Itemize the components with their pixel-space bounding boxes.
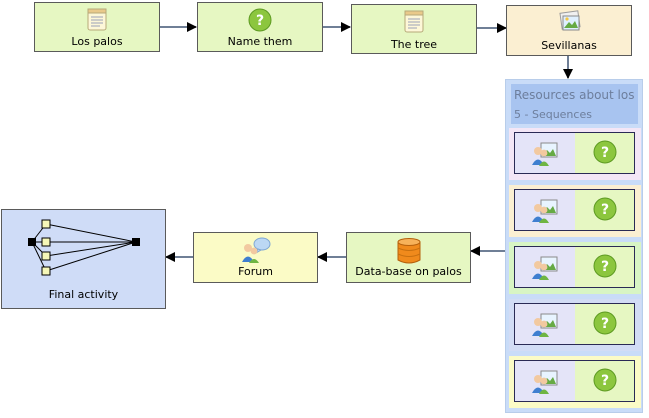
node-sevillanas[interactable]: Sevillanas [506,5,632,56]
question-icon: ? [593,311,617,335]
sequence-panel[interactable]: Resources about los 5 - Sequences ? [505,79,643,413]
image-icon [559,10,581,31]
sequence-cell-resource[interactable] [515,247,576,287]
svg-text:?: ? [601,259,609,275]
svg-text:?: ? [601,316,609,332]
node-label: Name them [227,35,293,48]
node-label: Final activity [48,288,119,301]
sequence-cell-resource[interactable] [515,190,576,230]
database-icon [397,238,421,264]
node-the-tree[interactable]: The tree [351,4,477,54]
sequence-row[interactable]: ? [509,299,641,351]
sequence-row[interactable]: ? [509,185,641,237]
question-icon: ? [593,197,617,221]
question-icon: ? [593,140,617,164]
users-image-icon [532,313,558,337]
question-icon: ? [248,8,272,32]
notepad-icon [404,10,424,33]
sequence-cell-activity[interactable]: ? [575,133,634,173]
svg-text:?: ? [256,13,264,29]
sequence-cell-activity[interactable]: ? [575,361,634,401]
node-los-palos[interactable]: Los palos [34,2,160,52]
node-name-them[interactable]: ? Name them [197,2,323,52]
sequence-cell-activity[interactable]: ? [575,190,634,230]
node-forum[interactable]: Forum [193,232,318,283]
node-label: The tree [390,38,438,51]
sequence-panel-subtitle: 5 - Sequences [514,108,592,121]
users-image-icon [532,256,558,280]
users-image-icon [532,142,558,166]
sequence-panel-title: Resources about los [514,88,635,102]
svg-text:?: ? [601,145,609,161]
branching-icon [28,219,140,276]
sequence-cell-resource[interactable] [515,133,576,173]
sequence-panel-header: Resources about los 5 - Sequences [511,84,638,124]
question-icon: ? [593,368,617,392]
sequence-cell-resource[interactable] [515,361,576,401]
users-image-icon [532,370,558,394]
node-label: Los palos [71,35,123,48]
sequence-row[interactable]: ? [509,242,641,294]
node-label: Sevillanas [541,39,597,52]
sequence-cell-activity[interactable]: ? [575,247,634,287]
svg-text:?: ? [601,202,609,218]
node-data-base-on-palos[interactable]: Data-base on palos [346,232,471,283]
node-final-activity[interactable]: Final activity [1,209,166,309]
node-label: Data-base on palos [355,265,462,278]
notepad-icon [87,8,107,31]
sequence-cell-resource[interactable] [515,304,576,344]
sequence-cell-activity[interactable]: ? [575,304,634,344]
svg-text:?: ? [601,373,609,389]
node-label: Forum [238,265,273,278]
question-icon: ? [593,254,617,278]
forum-icon [242,237,271,263]
sequence-row[interactable]: ? [509,356,641,408]
users-image-icon [532,199,558,223]
sequence-row[interactable]: ? [509,128,641,180]
